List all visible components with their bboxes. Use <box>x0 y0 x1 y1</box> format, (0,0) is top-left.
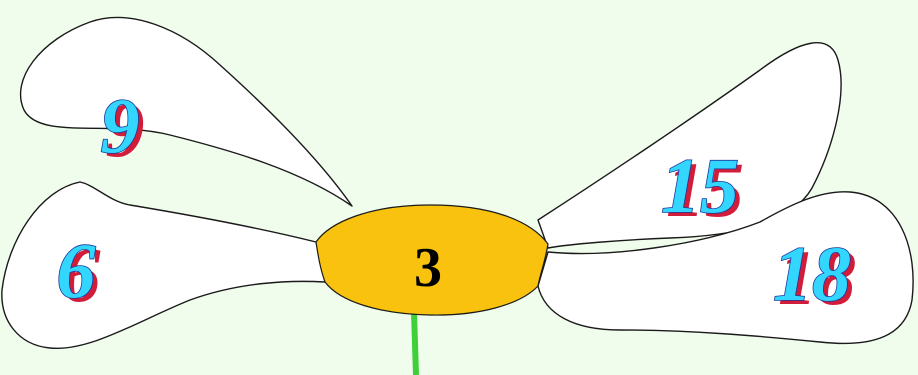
center-number: 3 <box>414 237 442 299</box>
flower-stem <box>414 312 416 375</box>
petal-top-left <box>21 18 352 206</box>
petal-number-9: 9 <box>101 82 140 169</box>
petal-number-18: 18 <box>773 230 851 317</box>
petal-bottom-left <box>2 182 325 348</box>
petal-number-6: 6 <box>57 227 96 314</box>
petal-number-15: 15 <box>661 142 739 229</box>
